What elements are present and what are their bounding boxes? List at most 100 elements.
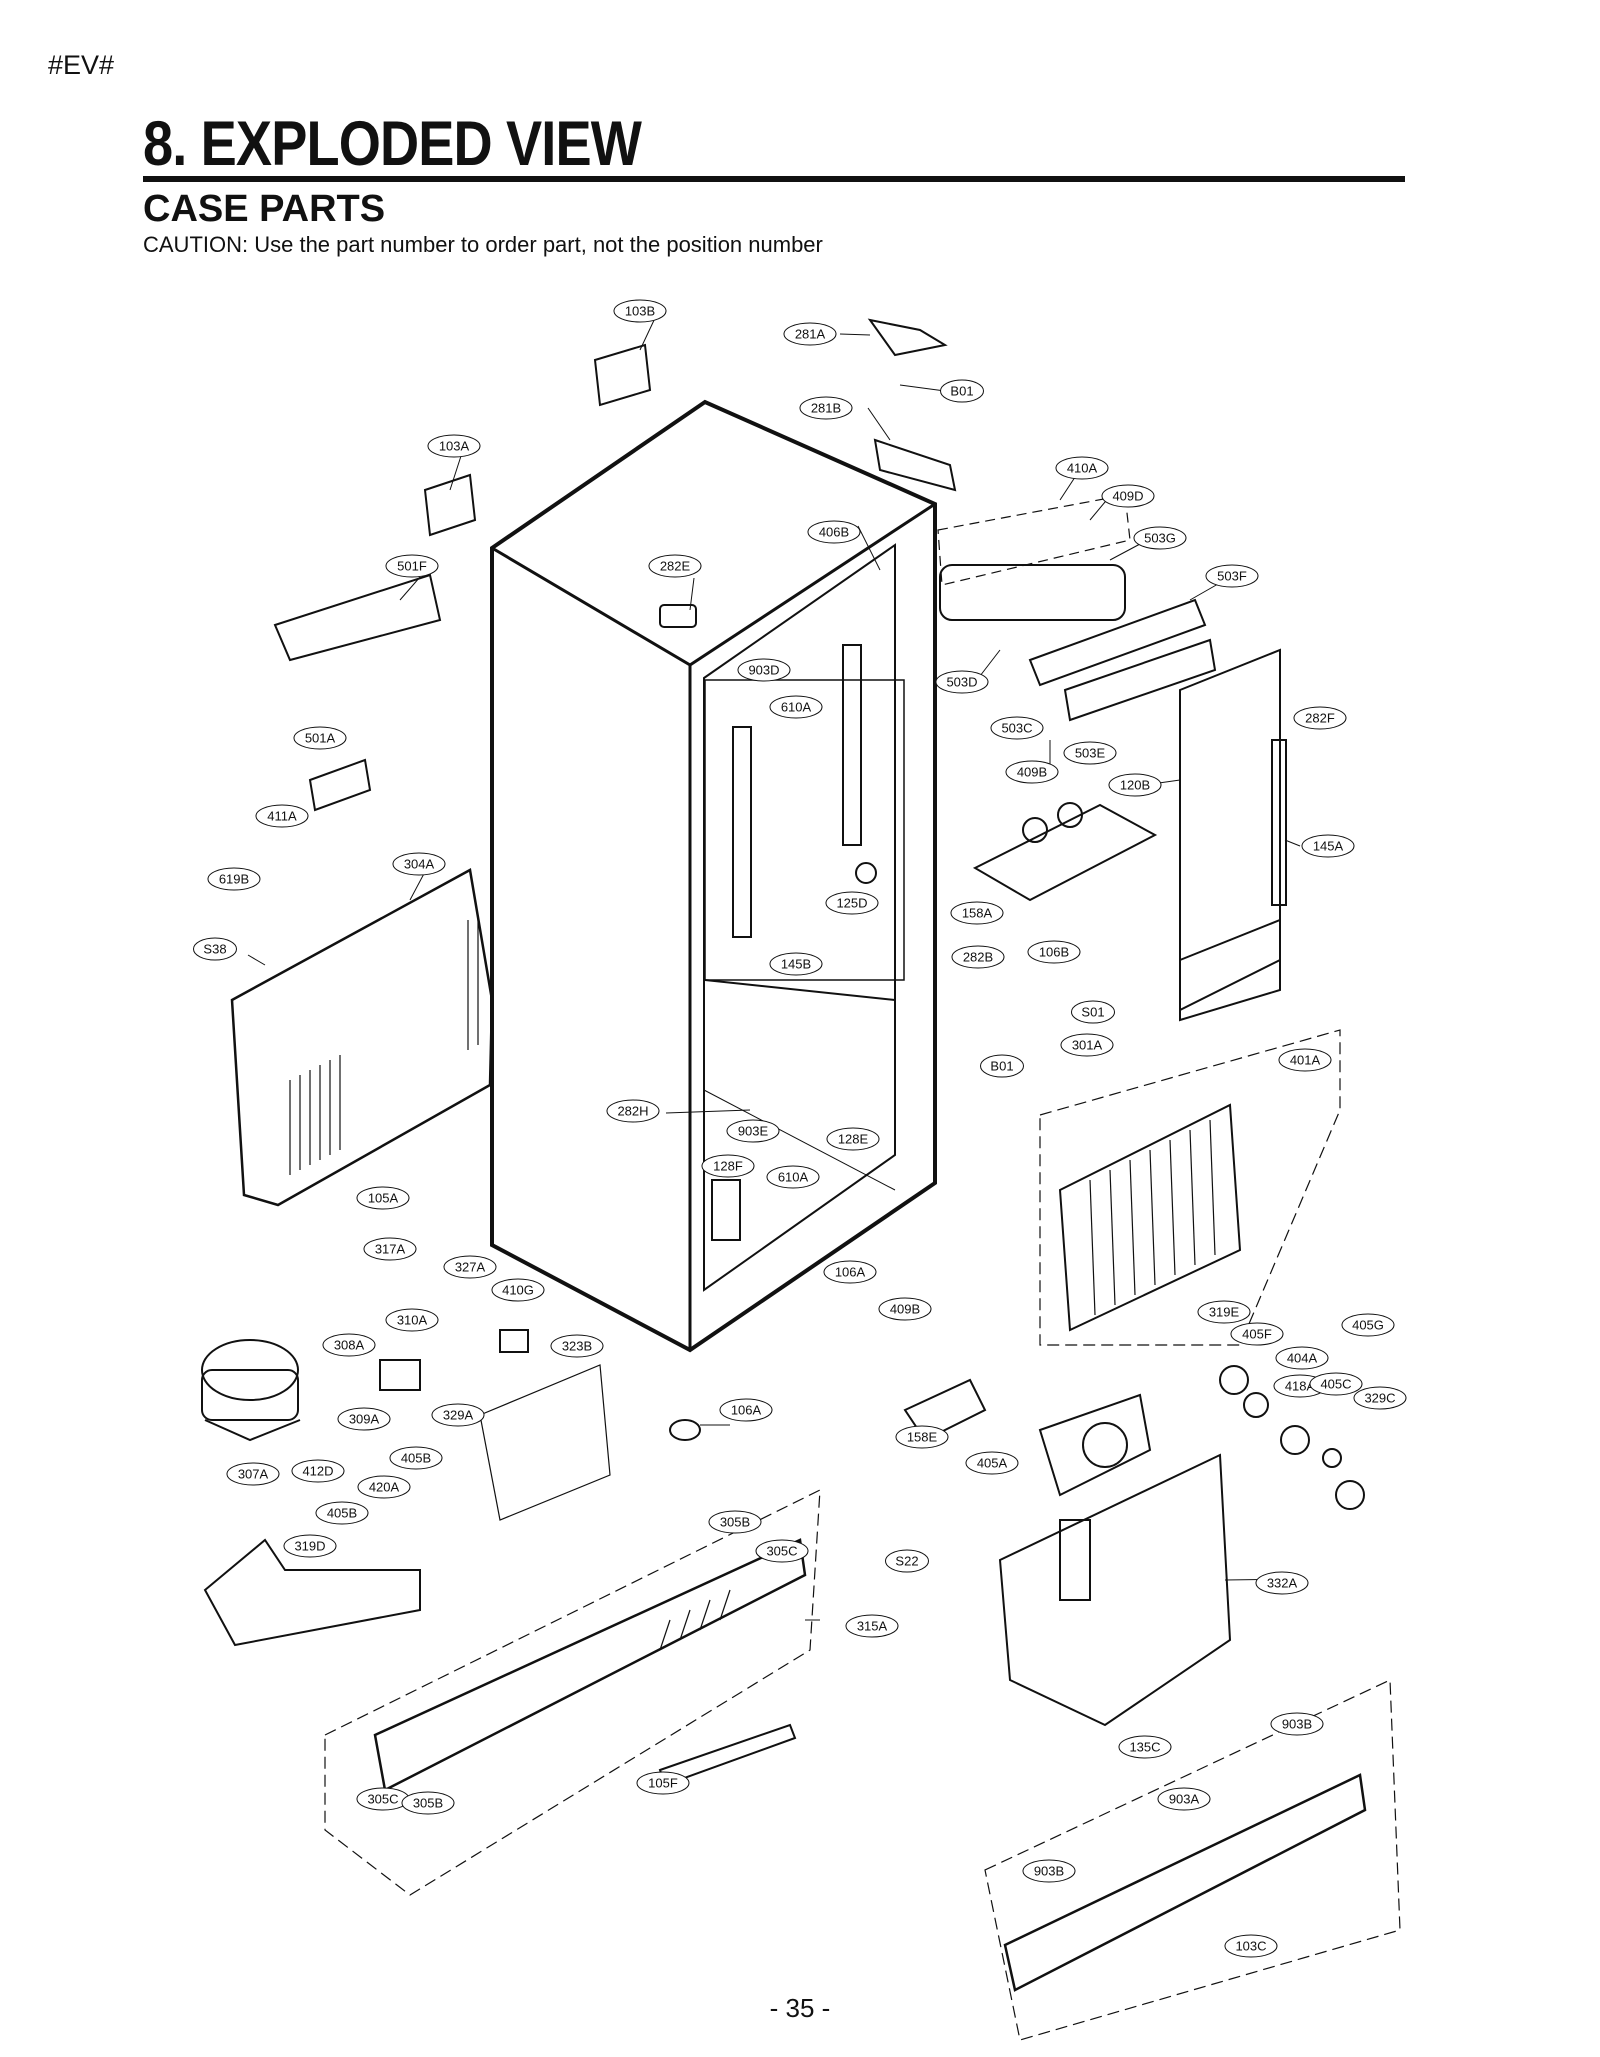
part-label-oval [1205,564,1259,588]
part-label-oval [708,1510,762,1534]
part-label: 282E [648,554,702,578]
part-label: 310A [385,1308,439,1332]
part-label-oval [363,1237,417,1261]
part-number-text: 281B [811,401,841,416]
fan-shroud-drawing [998,1393,1232,1727]
part-label: 903B [1022,1859,1076,1883]
part-label-oval [1197,1300,1251,1324]
part-label: 106A [719,1398,773,1422]
part-label-oval [1005,760,1059,784]
compressor-drawing [201,1329,611,1647]
part-number-text: 405B [327,1506,357,1521]
part-label-oval [1341,1313,1395,1337]
part-number-text: 105F [648,1776,678,1791]
part-label-oval [980,1054,1024,1078]
part-number-text: 329A [443,1408,474,1423]
part-label: 319D [283,1534,337,1558]
part-label-oval [291,1459,345,1483]
part-label-oval [207,867,261,891]
part-label-oval [1270,1712,1324,1736]
part-number-text: 410G [502,1283,534,1298]
part-label-oval [226,1462,280,1486]
part-label: 105A [356,1186,410,1210]
part-label: 420A [357,1475,411,1499]
part-label-oval [392,852,446,876]
part-number-text: 610A [781,700,812,715]
title-rule [143,176,1405,182]
part-label: 282B [951,945,1005,969]
part-label-oval [1063,741,1117,765]
part-label-oval [357,1475,411,1499]
part-label-oval [1108,773,1162,797]
part-number-text: 411A [267,809,297,824]
part-label-oval [550,1334,604,1358]
part-label-oval [737,658,791,682]
part-label-oval [385,554,439,578]
part-label: 135C [1118,1735,1172,1759]
part-number-text: 327A [455,1260,486,1275]
part-label: 619B [207,867,261,891]
part-label: 903A [1157,1787,1211,1811]
side-channel-drawing [1179,648,1287,1022]
part-label: 610A [766,1165,820,1189]
part-number-text: 135C [1129,1740,1160,1755]
part-label-oval [1060,1033,1114,1057]
part-label: 282H [606,1099,660,1123]
cabinet-drawing [490,399,937,1353]
part-label: S22 [885,1549,929,1573]
part-number-text: 128F [713,1159,743,1174]
part-label: 405B [389,1446,443,1470]
part-label: 503F [1205,564,1259,588]
part-number-text: 501A [305,731,336,746]
page-number: - 35 - [769,1993,831,2023]
part-number-text: 903A [1169,1792,1200,1807]
part-label: 281B [799,396,853,420]
part-number-text: 903B [1282,1717,1312,1732]
part-label-oval [1230,1322,1284,1346]
part-label: 503D [935,670,989,694]
control-housing-drawing [937,494,1217,722]
part-number-text: S01 [1081,1005,1104,1020]
part-number-text: 317A [375,1242,406,1257]
part-number-text: 310A [397,1313,428,1328]
part-number-text: 409B [890,1302,920,1317]
part-label: 332A [1255,1571,1309,1595]
part-number-text: 903E [738,1124,769,1139]
part-number-text: 410A [1067,461,1098,476]
part-label: B01 [940,379,984,403]
page-title: 8. EXPLODED VIEW [143,109,642,179]
caution-note: CAUTION: Use the part number to order pa… [143,232,823,257]
part-number-text: B01 [990,1059,1013,1074]
part-label-oval [283,1534,337,1558]
part-label: 405G [1341,1313,1395,1337]
part-number-text: 319D [294,1539,325,1554]
part-number-text: 412D [302,1464,333,1479]
part-label-oval [193,937,237,961]
part-label: 503C [990,716,1044,740]
part-number-text: 304A [404,857,435,872]
part-label: 145A [1301,834,1355,858]
part-label-oval [878,1297,932,1321]
part-label: 405C [1309,1372,1363,1396]
part-label-oval [783,322,837,346]
part-label-oval [1101,484,1155,508]
part-label: 410G [491,1278,545,1302]
part-label-oval [491,1278,545,1302]
part-number-text: 329C [1364,1391,1395,1406]
part-label: 308A [322,1333,376,1357]
part-number-text: 323B [562,1339,592,1354]
part-label: 903B [1270,1712,1324,1736]
part-label: 610A [769,695,823,719]
part-label-oval [825,891,879,915]
part-number-text: 106B [1039,945,1069,960]
part-number-text: 401A [1290,1053,1321,1068]
part-label: 327A [443,1255,497,1279]
part-label: 405A [965,1451,1019,1475]
part-label: 106B [1027,940,1081,964]
part-number-text: 420A [369,1480,400,1495]
part-label: 128E [826,1127,880,1151]
part-number-text: 120B [1120,778,1150,793]
part-number-text: 106A [835,1265,866,1280]
part-label: 329A [431,1403,485,1427]
